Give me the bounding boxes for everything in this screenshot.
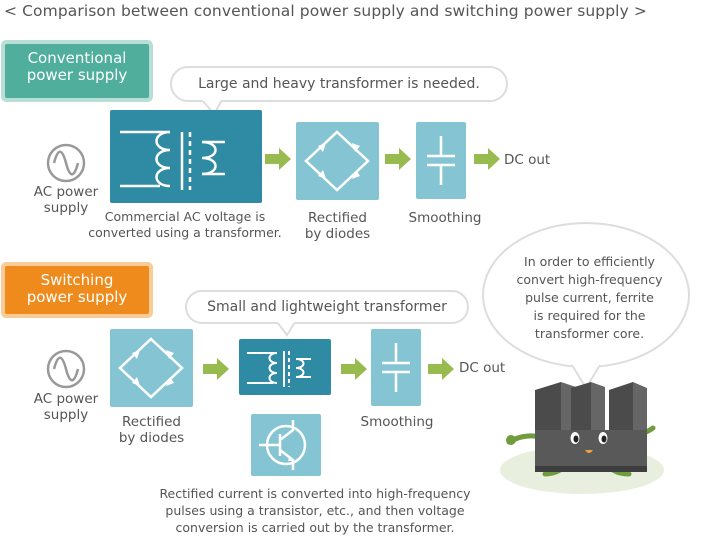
arrow-icon <box>474 148 500 170</box>
switching-bubble: Small and lightweight transformer <box>185 290 469 324</box>
ac-source-icon <box>46 349 86 389</box>
conventional-rectifier-box <box>296 122 379 200</box>
arrow-icon <box>203 358 229 380</box>
arrow-icon <box>428 358 454 380</box>
conventional-dc-label: DC out <box>504 152 551 168</box>
large-transformer-box <box>110 110 262 203</box>
switching-ac-label: AC power supply <box>33 391 99 423</box>
switching-dc-label: DC out <box>459 360 506 376</box>
diode-bridge-icon <box>304 130 370 192</box>
transistor-box <box>251 414 321 476</box>
ferrite-core-character <box>506 382 656 477</box>
switching-bubble-tail <box>276 322 296 337</box>
conventional-smoothing-box <box>416 122 466 199</box>
conventional-bubble-text: Large and heavy transformer is needed. <box>198 76 480 92</box>
switching-tag: Switching power supply <box>5 266 149 314</box>
ferrite-bubble-text: In order to efficiently convert high-fre… <box>516 254 663 341</box>
small-transformer-box <box>239 339 331 395</box>
diode-bridge-icon <box>118 337 184 399</box>
capacitor-icon <box>427 136 455 185</box>
diagram-title: < Comparison between conventional power … <box>4 2 647 20</box>
conventional-transformer-caption: Commercial AC voltage is converted using… <box>88 209 282 240</box>
conventional-tag: Conventional power supply <box>5 44 149 98</box>
switching-rectifier-box <box>110 329 193 407</box>
arrow-icon <box>265 148 291 170</box>
conventional-ac-label: AC power supply <box>33 184 99 216</box>
conventional-smoothing-label: Smoothing <box>408 210 482 226</box>
capacitor-icon <box>382 343 410 392</box>
arrow-icon <box>385 148 411 170</box>
switching-smoothing-box <box>371 329 421 406</box>
conventional-bubble: Large and heavy transformer is needed. <box>170 66 508 102</box>
switching-bubble-text: Small and lightweight transformer <box>207 299 447 315</box>
transformer-icon <box>120 130 225 190</box>
ferrite-speech-bubble-shape <box>482 222 690 390</box>
switching-caption: Rectified current is converted into high… <box>159 486 471 535</box>
transistor-icon <box>259 420 307 470</box>
ac-source-icon <box>46 143 86 183</box>
switching-smoothing-label: Smoothing <box>360 414 434 430</box>
transformer-icon <box>247 351 311 387</box>
switching-rectified-label: Rectified by diodes <box>118 414 185 446</box>
conventional-rectified-label: Rectified by diodes <box>304 210 371 242</box>
arrow-icon <box>341 358 367 380</box>
